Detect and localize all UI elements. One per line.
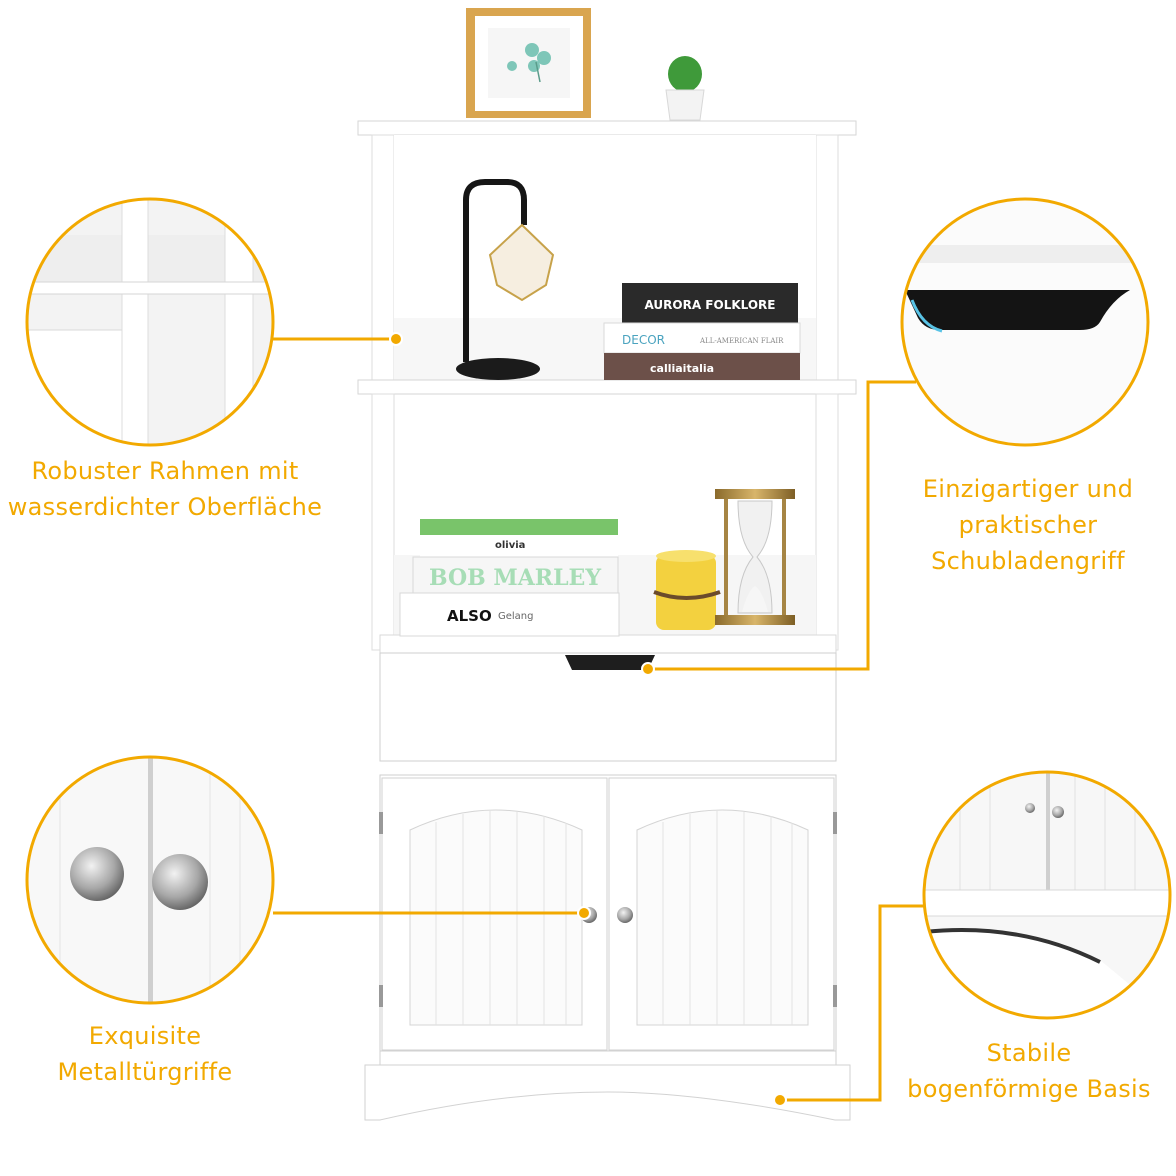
label-line: bogenförmige Basis (907, 1075, 1151, 1103)
metal-knob-detail-photo (25, 755, 275, 1005)
label-line: Exquisite (88, 1022, 202, 1050)
callout-label-frame: Robuster Rahmen mit wasserdichter Oberfl… (0, 453, 330, 525)
svg-text:olivia: olivia (495, 540, 525, 551)
frame-detail-photo (25, 197, 275, 447)
callout-label-base: Stabile bogenförmige Basis (898, 1035, 1160, 1107)
cactus-pot (665, 56, 705, 121)
label-line: Metalltürgriffe (57, 1058, 233, 1086)
svg-text:DECOR: DECOR (622, 333, 665, 347)
right-knob (617, 907, 633, 923)
callout-lines (273, 337, 924, 1102)
callout-dots (389, 332, 787, 1107)
drawer-handle-cutout (565, 655, 655, 670)
label-line: wasserdichter Oberfläche (7, 493, 323, 521)
svg-text:BOB MARLEY: BOB MARLEY (429, 565, 601, 591)
callout-label-handle: Einzigartiger und praktischer Schubladen… (890, 471, 1166, 579)
svg-text:ALL-AMERICAN FLAIR: ALL-AMERICAN FLAIR (699, 337, 784, 345)
books-middle: olivia BOB MARLEY ALSO Gelang (399, 519, 620, 637)
hourglass (715, 489, 795, 625)
label-line: Einzigartiger und (922, 475, 1134, 503)
label-line: Schubladengriff (931, 547, 1125, 575)
callout-label-knobs: Exquisite Metalltürgriffe (20, 1018, 270, 1090)
svg-text:calliaitalia: calliaitalia (650, 362, 714, 375)
drawer-handle-detail-photo (900, 197, 1150, 447)
svg-text:ALSO: ALSO (447, 607, 492, 625)
books-top: AURORA FOLKLORE DECOR ALL-AMERICAN FLAIR… (603, 283, 801, 380)
label-line: Stabile (986, 1039, 1072, 1067)
desk-lamp (456, 179, 555, 380)
arched-base-detail-photo (922, 770, 1172, 1020)
svg-text:AURORA FOLKLORE: AURORA FOLKLORE (644, 298, 775, 312)
drawer (379, 652, 837, 762)
label-line: praktischer (958, 511, 1098, 539)
svg-text:Gelang: Gelang (498, 611, 534, 622)
picture-frame (466, 8, 591, 118)
label-line: Robuster Rahmen mit (31, 457, 299, 485)
candle (653, 550, 721, 630)
